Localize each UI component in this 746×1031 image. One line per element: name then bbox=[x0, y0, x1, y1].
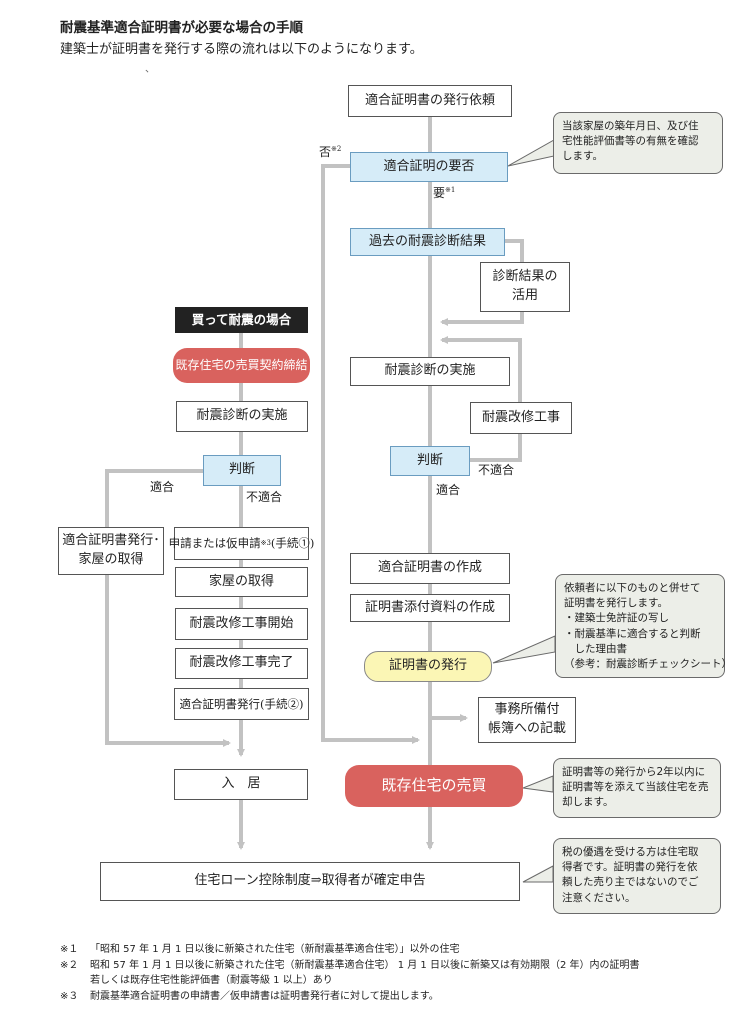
branch-ng-loop bbox=[470, 434, 522, 462]
necessity-box: 適合証明の要否 bbox=[350, 152, 508, 182]
callout-issue-line: （参考：耐震診断チェックシート） bbox=[564, 658, 732, 671]
retrofit-finish-box: 耐震改修工事完了 bbox=[175, 648, 308, 679]
footnote-mark: ※３ bbox=[60, 990, 79, 1002]
use-result-line-1: 診断結果の bbox=[492, 269, 558, 285]
callout-issue: 依頼者に以下のものと併せて 証明書を発行します。 ・建築士免許証の写し ・耐震基… bbox=[555, 574, 732, 678]
label-yes-sup: ※1 bbox=[445, 186, 456, 194]
apply-sup: ※3 bbox=[260, 539, 271, 548]
footnotes: ※１ 「昭和 57 年 1 月 1 日以後に新築された住宅（新耐震基準適合住宅）」… bbox=[60, 942, 640, 1004]
callout-pointer-4 bbox=[522, 865, 554, 883]
callout-check-line: します。 bbox=[562, 150, 603, 163]
label-no: 否※2 bbox=[319, 143, 341, 160]
callout-issue-line: 証明書を発行します。 bbox=[564, 597, 668, 610]
callout-sale: 証明書等の発行から2年以内に 証明書等を添えて当該住宅を売 却します。 bbox=[553, 758, 721, 818]
callout-issue-line: 依頼者に以下のものと併せて bbox=[564, 582, 701, 594]
cert-acquire-line-1: 適合証明書発行･ bbox=[62, 533, 160, 549]
footnote-row: ※１ 「昭和 57 年 1 月 1 日以後に新築された住宅（新耐震基準適合住宅）」… bbox=[60, 942, 640, 958]
callout-pointer-1 bbox=[507, 139, 555, 167]
callout-issue-line: ・建築士免許証の写し bbox=[564, 612, 669, 625]
tick-mark: 、 bbox=[145, 64, 155, 75]
tax-box: 住宅ローン控除制度⇒取得者が確定申告 bbox=[100, 862, 520, 901]
branch-past-result bbox=[505, 239, 524, 262]
office-record-box: 事務所備付 帳簿への記載 bbox=[478, 697, 576, 743]
footnote-row: ※３ 耐震基準適合証明書の申請書／仮申請書は証明書発行者に対して提出します。 bbox=[60, 989, 640, 1005]
callout-tax-line: 税の優遇を受ける方は住宅取 bbox=[562, 846, 699, 858]
request-box: 適合証明書の発行依頼 bbox=[348, 85, 512, 117]
footnote-mark: ※２ bbox=[60, 959, 79, 971]
footnote-text: 耐震基準適合証明書の申請書／仮申請書は証明書発行者に対して提出します。 bbox=[90, 990, 439, 1002]
sale-box: 既存住宅の売買 bbox=[345, 765, 523, 807]
use-result-line-2: 活用 bbox=[511, 288, 538, 303]
diagnosis-box: 耐震診断の実施 bbox=[350, 357, 510, 386]
label-main-ok: 適合 bbox=[436, 483, 461, 497]
branch-use-result bbox=[440, 312, 524, 326]
callout-sale-line: 証明書等を添えて当該住宅を売 bbox=[562, 781, 709, 794]
retrofit-start-box: 耐震改修工事開始 bbox=[175, 608, 308, 640]
issue-box: 証明書の発行 bbox=[364, 651, 492, 682]
callout-check-line: 宅性能評価書等の有無を確認 bbox=[562, 135, 699, 148]
create-attach-box: 証明書添付資料の作成 bbox=[350, 594, 510, 622]
label-no-text: 否 bbox=[319, 145, 332, 159]
apply-box: 申請または仮申請※3(手続①) bbox=[169, 527, 314, 560]
callout-tax: 税の優遇を受ける方は住宅取 得者です。証明書の発行を依 頼した売り主ではないので… bbox=[553, 838, 721, 914]
footnote-mark bbox=[60, 973, 90, 989]
branch-buy-ok bbox=[105, 469, 203, 527]
callout-check-line: 当該家屋の築年月日、及び住 bbox=[562, 120, 699, 132]
callout-pointer-3 bbox=[521, 775, 554, 793]
use-result-box: 診断結果の 活用 bbox=[480, 262, 570, 312]
apply-text: 申請または仮申請 bbox=[168, 536, 261, 551]
callout-tax-line: 頼した売り主ではないのでご bbox=[562, 876, 699, 889]
retrofit-box: 耐震改修工事 bbox=[470, 402, 572, 434]
label-yes: 要※1 bbox=[433, 184, 455, 201]
callout-tax-line: 得者です。証明書の発行を依 bbox=[562, 861, 698, 874]
label-yes-text: 要 bbox=[433, 186, 446, 200]
acquire-box: 家屋の取得 bbox=[175, 567, 308, 597]
buy-diagnosis-box: 耐震診断の実施 bbox=[176, 401, 308, 432]
label-no-sup: ※2 bbox=[331, 145, 342, 153]
callout-sale-line: 証明書等の発行から2年以内に bbox=[562, 766, 706, 778]
judge-box: 判断 bbox=[390, 446, 470, 476]
label-buy-ng: 不適合 bbox=[246, 490, 283, 504]
create-cert-box: 適合証明書の作成 bbox=[350, 553, 510, 584]
office-record-line-1: 事務所備付 bbox=[494, 702, 560, 718]
office-record-line-2: 帳簿への記載 bbox=[487, 721, 566, 736]
callout-issue-line: した理由書 bbox=[564, 642, 627, 655]
footnote-row: 若しくは既存住宅性能評価書（耐震等級 1 以上）あり bbox=[60, 973, 640, 989]
branch-retrofit-up bbox=[440, 336, 522, 402]
branch-buy-cert bbox=[105, 575, 231, 747]
cert-acquire-box: 適合証明書発行･ 家屋の取得 bbox=[58, 527, 164, 575]
footnote-text: 若しくは既存住宅性能評価書（耐震等級 1 以上）あり bbox=[90, 975, 333, 986]
callout-issue-line: ・耐震基準に適合すると判断 bbox=[564, 627, 701, 640]
cert-acquire-line-2: 家屋の取得 bbox=[78, 552, 144, 567]
label-main-ng: 不適合 bbox=[478, 463, 515, 477]
apply-step: (手続①) bbox=[270, 536, 315, 551]
footnote-row: ※２ 昭和 57 年 1 月 1 日以後に新築された住宅（新耐震基準適合住宅） 1… bbox=[60, 958, 640, 974]
buy-retrofit-header: 買って耐震の場合 bbox=[175, 307, 308, 333]
past-result-box: 過去の耐震診断結果 bbox=[350, 228, 505, 256]
contract-box: 既存住宅の売買契約締結 bbox=[173, 348, 310, 383]
callout-sale-line: 却します。 bbox=[562, 796, 614, 809]
cert-issue-box: 適合証明書発行(手続②) bbox=[174, 688, 309, 720]
footnote-mark: ※１ bbox=[60, 944, 79, 955]
page-title: 耐震基準適合証明書が必要な場合の手順 bbox=[60, 20, 303, 36]
page-subtitle: 建築士が証明書を発行する際の流れは以下のようになります。 bbox=[60, 42, 423, 57]
label-buy-ok: 適合 bbox=[150, 480, 175, 494]
footnote-text: 「昭和 57 年 1 月 1 日以後に新築された住宅（新耐震基準適合住宅）」以外… bbox=[90, 944, 460, 955]
move-in-box: 入 居 bbox=[174, 769, 308, 800]
footnote-text: 昭和 57 年 1 月 1 日以後に新築された住宅（新耐震基準適合住宅） 1 月… bbox=[90, 959, 640, 971]
buy-judge-box: 判断 bbox=[203, 455, 281, 486]
callout-tax-line: 注意ください。 bbox=[562, 891, 636, 904]
callout-pointer-2 bbox=[492, 635, 556, 664]
callout-check: 当該家屋の築年月日、及び住 宅性能評価書等の有無を確認 します。 bbox=[553, 112, 723, 174]
branch-no bbox=[321, 164, 420, 744]
